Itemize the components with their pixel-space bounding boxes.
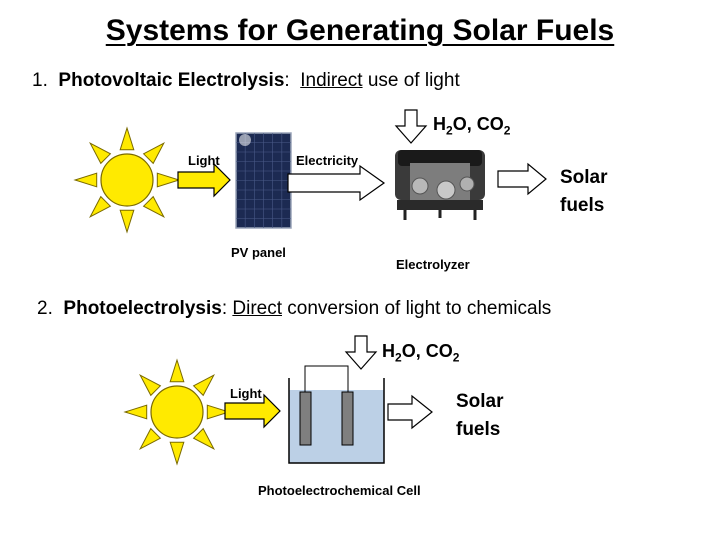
light-arrow-1 bbox=[177, 162, 231, 198]
section2-number: 2. bbox=[37, 298, 53, 319]
sun-ray bbox=[89, 142, 112, 165]
solar-fuels-output-1: Solar fuels bbox=[560, 164, 608, 220]
pv-panel-icon bbox=[235, 132, 292, 229]
section1-heading: 1. Photovoltaic Electrolysis: Indirect u… bbox=[32, 70, 460, 92]
electrolyzer-icon bbox=[395, 150, 485, 220]
section1-number: 1. bbox=[32, 70, 48, 91]
sun-ray bbox=[139, 427, 162, 450]
sun-ray bbox=[119, 209, 135, 234]
section2-colon: : bbox=[221, 298, 228, 319]
section1-heading-bold: Photovoltaic Electrolysis bbox=[58, 70, 285, 91]
slide-title: Systems for Generating Solar Fuels bbox=[105, 14, 615, 47]
electrolyzer-label: Electrolyzer bbox=[396, 257, 470, 272]
section2-heading-bold: Photoelectrolysis bbox=[63, 298, 222, 319]
pv-panel-label: PV panel bbox=[231, 245, 286, 260]
output-arrow-1 bbox=[497, 162, 547, 196]
sun-ray bbox=[73, 172, 98, 188]
sun-ray bbox=[156, 172, 181, 188]
solar-fuels-line2: fuels bbox=[560, 195, 605, 216]
sun-icon bbox=[73, 126, 181, 234]
input-arrow-2 bbox=[344, 335, 378, 370]
sun-ray bbox=[89, 195, 112, 218]
input-arrow-1 bbox=[394, 109, 428, 144]
solar-fuels-line1: Solar bbox=[456, 391, 504, 412]
solar-fuels-line1: Solar bbox=[560, 167, 608, 188]
section2-heading: 2. Photoelectrolysis: Direct conversion … bbox=[37, 298, 551, 320]
section2-rest: conversion of light to chemicals bbox=[287, 298, 552, 319]
section1-rest: use of light bbox=[367, 70, 460, 91]
light-label-1: Light bbox=[188, 153, 220, 168]
solar-fuels-line2: fuels bbox=[456, 419, 501, 440]
section2-underlined: Direct bbox=[232, 298, 282, 319]
pec-cell-label: Photoelectrochemical Cell bbox=[258, 483, 421, 498]
section1-underlined: Indirect bbox=[300, 70, 363, 91]
electricity-arrow bbox=[287, 164, 386, 202]
input-chemicals-1: H2O, CO2 bbox=[433, 114, 511, 138]
solar-fuels-output-2: Solar fuels bbox=[456, 388, 504, 444]
photoelectrochemical-cell-icon bbox=[288, 365, 385, 464]
light-label-2: Light bbox=[230, 386, 262, 401]
sun-ray bbox=[192, 427, 215, 450]
sun-ray bbox=[169, 441, 185, 466]
input-chemicals-2: H2O, CO2 bbox=[382, 341, 460, 365]
section1-colon: : bbox=[284, 70, 290, 91]
sun-ray bbox=[142, 195, 165, 218]
sun-ray bbox=[142, 142, 165, 165]
sun-ray bbox=[139, 374, 162, 397]
sun-ray bbox=[119, 126, 135, 151]
sun-ray bbox=[169, 358, 185, 383]
light-arrow-2 bbox=[224, 393, 281, 429]
electricity-label: Electricity bbox=[296, 153, 359, 168]
sun-ray bbox=[123, 404, 148, 420]
sun-icon bbox=[123, 358, 231, 466]
sun-ray bbox=[206, 404, 231, 420]
output-arrow-2 bbox=[387, 394, 433, 430]
sun-ray bbox=[192, 374, 215, 397]
